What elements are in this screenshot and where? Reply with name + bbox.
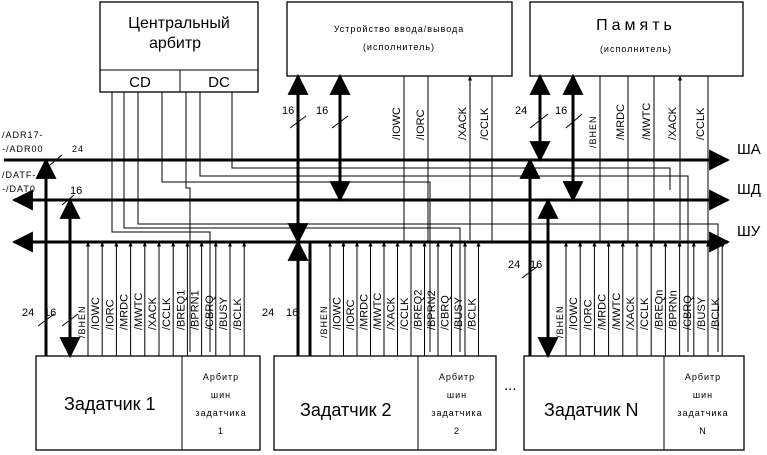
signal-label: /IORC <box>582 299 594 330</box>
signal-label: /MRDC <box>119 294 131 330</box>
svg-text:задатчика: задатчика <box>195 408 246 418</box>
svg-text:16: 16 <box>530 259 542 271</box>
signal-label: /IORC <box>104 299 116 330</box>
io-sig-iorc: /IORC <box>415 109 427 140</box>
svg-text:задатчика: задатчика <box>431 408 482 418</box>
memory-subtitle: (исполнитель) <box>600 44 672 54</box>
memory-box <box>529 1 744 77</box>
svg-text:16: 16 <box>286 307 298 319</box>
addr-lines-label-2: -/ADR00 <box>2 144 44 154</box>
signal-label: /IOWC <box>568 297 580 330</box>
io-sig-xack: /XACK <box>457 106 469 140</box>
arbiter-cd-port: CD <box>129 74 151 91</box>
svg-text:Арбитр: Арбитр <box>203 372 239 382</box>
signal-label: /BHEN <box>319 305 329 338</box>
signal-label: /CCLK <box>639 297 651 330</box>
svg-text:Арбитр: Арбитр <box>439 372 475 382</box>
signal-label: /IOWC <box>90 297 102 330</box>
signal-label: /MRDC <box>359 294 371 330</box>
signal-label: /BREQn <box>653 290 665 330</box>
svg-text:шин: шин <box>447 390 467 400</box>
signal-label: /XACK <box>147 296 159 330</box>
mem-sig-cclk: /CCLK <box>695 107 707 140</box>
addr-lines-label-1: /ADR17- <box>2 130 44 140</box>
master-2: Задатчик 2 Арбитр шин задатчика 2 <box>273 355 497 451</box>
mem-sig-mrdc: /MRDC <box>615 104 627 140</box>
mem-sig-mwtc: /MWTC <box>641 103 653 140</box>
master-n: Задатчик N Арбитр шин задатчика N <box>523 355 745 451</box>
signal-label: /IORC <box>345 299 357 330</box>
signal-label: /MWTC <box>372 293 384 330</box>
svg-text:2: 2 <box>454 426 460 436</box>
signal-label: /CCLK <box>399 297 411 330</box>
signal-label: /XACK <box>625 296 637 330</box>
addr-width-label: 24 <box>72 144 84 154</box>
signal-label: /MRDC <box>597 294 609 330</box>
signal-label: /BCLK <box>710 298 722 330</box>
signal-label: /BPRN1 <box>190 290 202 330</box>
signal-label: /CBRQ <box>682 295 694 330</box>
arbiter-dc-port: DC <box>208 74 230 91</box>
svg-text:шин: шин <box>693 390 713 400</box>
signal-label: /IOWC <box>332 297 344 330</box>
io-device-subtitle: (исполнитель) <box>363 42 435 52</box>
master-2-name: Задатчик 2 <box>300 400 392 420</box>
io-sig-cclk: /CCLK <box>479 107 491 140</box>
signal-label: /XACK <box>386 296 398 330</box>
svg-text:задатчика: задатчика <box>677 408 728 418</box>
data-lines-label-1: /DATF- <box>2 170 36 180</box>
signal-label: /BREQ2 <box>413 290 425 330</box>
signal-label: /BPRN2 <box>426 290 438 330</box>
svg-text:N: N <box>699 426 707 436</box>
io-sig-iowc: /IOWC <box>391 107 403 140</box>
svg-text:16: 16 <box>44 307 56 319</box>
mem-sig-bhen: /BHEN <box>588 115 598 148</box>
mem-width-2: 16 <box>555 105 567 117</box>
signal-label: /BUSY <box>218 296 230 330</box>
signal-label: /BCLK <box>232 298 244 330</box>
data-width-label: 16 <box>70 185 82 197</box>
central-arbiter-title: Центральный <box>128 15 230 32</box>
central-arbiter-title-2: арбитр <box>149 35 201 52</box>
signal-label: /CBRQ <box>440 295 452 330</box>
master-1-signals: /BHEN/IOWC/IORC/MRDC/MWTC/XACK/CCLK/BREQ… <box>77 241 247 356</box>
master-n-name: Задатчик N <box>544 400 639 420</box>
master-1-name: Задатчик 1 <box>64 394 156 414</box>
master-1: Задатчик 1 Арбитр шин задатчика 1 <box>35 355 261 451</box>
signal-label: /CBRQ <box>204 295 216 330</box>
mem-width-1: 24 <box>515 105 527 117</box>
io-width-1: 16 <box>282 105 294 117</box>
data-bus-label: ШД <box>737 181 761 198</box>
master-2-signals: /BHEN/IOWC/IORC/MRDC/MWTC/XACK/CCLK/BREQ… <box>319 241 481 356</box>
svg-text:24: 24 <box>508 259 520 271</box>
io-device-title: Устройство ввода/вывода <box>334 24 465 34</box>
signal-label: /MWTC <box>133 293 145 330</box>
io-device-box <box>286 1 513 77</box>
svg-text:шин: шин <box>211 390 231 400</box>
master-n-signals: /BHEN/IOWC/IORC/MRDC/MWTC/XACK/CCLK/BREQ… <box>555 241 725 356</box>
address-bus-label: ША <box>737 141 761 158</box>
signal-label: /CCLK <box>161 297 173 330</box>
signal-label: /BUSY <box>453 296 465 330</box>
central-arbiter-box <box>99 1 259 93</box>
signal-label: /BHEN <box>555 305 565 338</box>
signal-label: /BUSY <box>696 296 708 330</box>
memory-title: Память <box>596 17 676 34</box>
control-bus-label: ШУ <box>737 223 761 240</box>
svg-text:24: 24 <box>262 307 274 319</box>
io-width-2: 16 <box>316 105 328 117</box>
signal-label: /BREQ1 <box>175 290 187 330</box>
signal-label: /BPRNn <box>668 290 680 330</box>
svg-text:Арбитр: Арбитр <box>685 372 721 382</box>
signal-label: /BHEN <box>77 305 87 338</box>
data-lines-label-2: -/DAT0 <box>2 184 36 194</box>
signal-label: /MWTC <box>611 293 623 330</box>
masters-ellipsis: ... <box>504 377 517 394</box>
signal-label: /BCLK <box>467 298 479 330</box>
svg-text:1: 1 <box>218 426 224 436</box>
svg-text:24: 24 <box>22 307 34 319</box>
mem-sig-xack: /XACK <box>667 106 679 140</box>
